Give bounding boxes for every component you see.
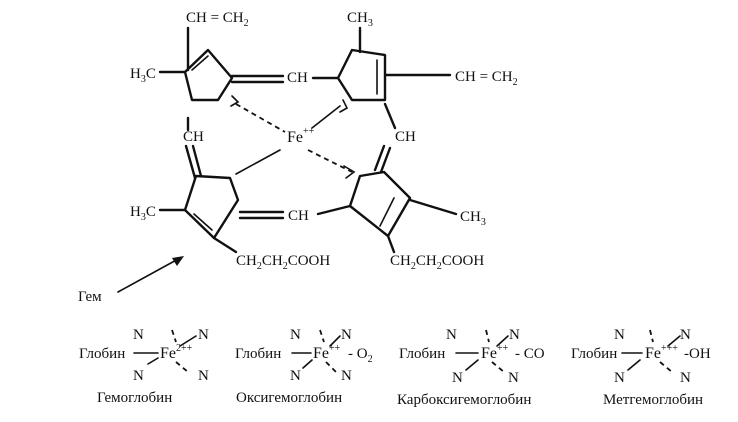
n-top-right: N: [509, 327, 520, 343]
bridge-right-label: CH: [395, 129, 416, 145]
globin-label: Глобин: [571, 346, 617, 362]
complex-name: Карбоксигемоглобин: [397, 392, 531, 408]
n-top-left: N: [614, 327, 625, 343]
heme-structure: CH = CH2 H3C CH CH3 CH = CH2 CH CH Fe++: [130, 10, 518, 272]
n-bottom-left: N: [452, 370, 463, 386]
complex-methemoglobin: N N Глобин Fe+++ -OH N N Метгемоглобин: [571, 327, 711, 408]
n-top-right: N: [198, 327, 209, 343]
pyrrole-ring-bottom-right: [348, 170, 458, 254]
n-top-right: N: [341, 327, 352, 343]
propionate-left-label: CH2CH2COOH: [236, 253, 330, 272]
complex-oxyhemoglobin: N N Глобин Fe++ - O2 N N Оксигемоглобин: [235, 327, 373, 406]
n-top-left: N: [290, 327, 301, 343]
heme-pointer: Гем: [78, 256, 184, 305]
iron-label: Fe++: [287, 126, 315, 146]
globin-label: Глобин: [235, 346, 281, 362]
vinyl-right-label: CH = CH2: [455, 69, 518, 88]
iron-label: Fe2++: [160, 343, 193, 362]
globin-label: Глобин: [79, 346, 125, 362]
iron-label: Fe++: [481, 343, 509, 362]
complex-name: Метгемоглобин: [603, 392, 703, 408]
methyl-right2-label: CH3: [460, 209, 486, 228]
complex-carboxyhemoglobin: N N Глобин Fe++ - CO N N Карбоксигемогло…: [397, 327, 545, 408]
n-top-right: N: [680, 327, 691, 343]
bridge-left-label: CH: [183, 129, 204, 145]
iron-label: Fe++: [313, 343, 341, 362]
bridge-bottom-label: CH: [288, 208, 309, 224]
n-bottom-right: N: [680, 370, 691, 386]
complex-name: Гемоглобин: [97, 390, 172, 406]
bridge-top-label: CH: [287, 70, 308, 86]
n-top-left: N: [446, 327, 457, 343]
methyl-left-label: H3C: [130, 66, 156, 85]
heme-label: Гем: [78, 289, 102, 305]
pyrrole-ring-top-right: [336, 26, 452, 102]
n-bottom-left: N: [133, 368, 144, 384]
propionate-right-label: CH2CH2COOH: [390, 253, 484, 272]
arrow-head-icon: [172, 256, 184, 266]
methyl-left2-label: H3C: [130, 204, 156, 223]
n-bottom-right: N: [341, 368, 352, 384]
n-top-left: N: [133, 327, 144, 343]
pyrrole-ring-bottom-left: [158, 174, 240, 254]
iron-label: Fe+++: [645, 343, 678, 362]
n-bottom-right: N: [508, 370, 519, 386]
n-bottom-left: N: [290, 368, 301, 384]
ligand-label: -OH: [684, 346, 711, 362]
methyl-top-label: CH3: [347, 10, 373, 29]
complex-name: Оксигемоглобин: [236, 390, 342, 406]
ligand-label: - O2: [348, 346, 373, 365]
ligand-label: - CO: [515, 346, 545, 362]
vinyl-top-label: CH = CH2: [186, 10, 249, 29]
globin-label: Глобин: [399, 346, 445, 362]
pyrrole-ring-top-left: [158, 26, 234, 102]
complex-hemoglobin: N N Глобин Fe2++ N N Гемоглобин: [79, 327, 209, 406]
n-bottom-right: N: [198, 368, 209, 384]
n-bottom-left: N: [614, 370, 625, 386]
